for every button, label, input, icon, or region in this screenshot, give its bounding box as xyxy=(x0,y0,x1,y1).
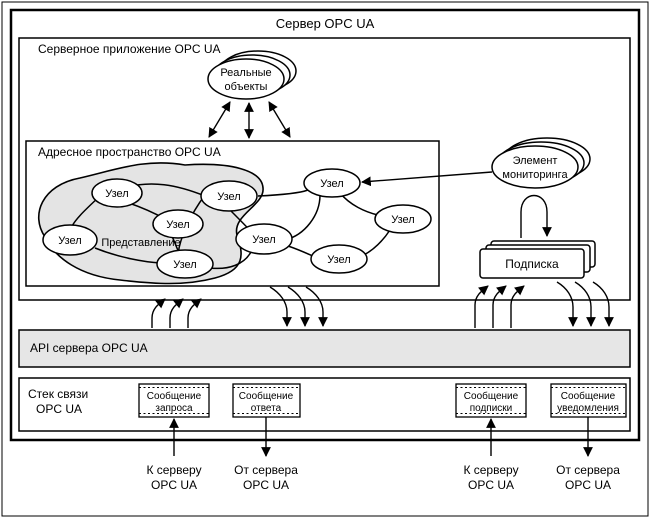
address-space-title: Адресное пространство OPC UA xyxy=(38,145,221,159)
stack-label-2: OPC UA xyxy=(36,402,82,416)
message-notification-label-2: уведомления xyxy=(557,403,619,414)
message-notification-label-1: Сообщение xyxy=(561,390,616,402)
node-6-label: Узел xyxy=(320,178,343,190)
message-response-label-1: Сообщение xyxy=(239,390,294,402)
view-label: Представление xyxy=(101,237,180,249)
message-response: Сообщение ответа xyxy=(232,383,301,418)
subscription-up-arrow-2 xyxy=(492,285,507,328)
real-objects-arrow-3 xyxy=(268,101,291,138)
stack-box xyxy=(18,377,631,432)
message-notification: Сообщение уведомления xyxy=(550,383,627,418)
monitoring-subscription-loop xyxy=(520,195,552,238)
subscription-stack: Подписка xyxy=(479,240,596,279)
node-4-label: Узел xyxy=(58,235,81,247)
api-bar xyxy=(18,329,631,368)
node-1-label: Узел xyxy=(105,188,128,200)
node-2-label: Узел xyxy=(217,191,240,203)
message-subscription: Сообщение подписки xyxy=(455,383,527,418)
node-7: Узел xyxy=(235,223,293,255)
node-9: Узел xyxy=(310,244,368,274)
subscription-down-arrow-3 xyxy=(592,281,614,327)
api-down-arrow-2 xyxy=(287,286,310,327)
subscription-down-arrow-1 xyxy=(556,281,578,327)
real-objects-label-1: Реальные xyxy=(220,67,271,79)
message-response-label-2: ответа xyxy=(251,403,282,414)
external-label-4a: От сервера xyxy=(556,463,620,477)
api-title: API сервера OPC UA xyxy=(30,341,148,355)
api-up-arrow-3 xyxy=(187,298,202,328)
subscription-up-arrow-3 xyxy=(510,285,525,328)
message-subscription-label-1: Сообщение xyxy=(464,390,519,402)
node-1: Узел xyxy=(91,178,143,208)
external-label-1b: OPC UA xyxy=(151,478,197,492)
server-app-title: Серверное приложение OPC UA xyxy=(38,42,221,56)
external-label-2b: OPC UA xyxy=(243,478,289,492)
api-down-arrow-3 xyxy=(305,286,328,327)
external-label-4b: OPC UA xyxy=(565,478,611,492)
external-label-3b: OPC UA xyxy=(468,478,514,492)
real-objects-arrow-1 xyxy=(208,101,231,138)
api-up-arrow-1 xyxy=(151,298,166,328)
external-label-1a: К серверу xyxy=(146,463,201,477)
message-request: Сообщение запроса xyxy=(138,383,210,418)
node-3-label: Узел xyxy=(166,219,189,231)
stack-label-1: Стек связи xyxy=(28,387,88,401)
api-down-arrow-1 xyxy=(269,286,292,327)
real-objects-stack: Реальные объекты xyxy=(207,50,297,100)
monitoring-label-1: Элемент xyxy=(513,155,558,167)
node-8-label: Узел xyxy=(391,214,414,226)
monitoring-label-2: мониторинга xyxy=(502,169,568,181)
node-4: Узел xyxy=(42,224,98,256)
message-request-label-2: запроса xyxy=(155,403,193,414)
node-2: Узел xyxy=(200,180,258,212)
subscription-down-arrow-2 xyxy=(574,281,596,327)
real-objects-label-2: объекты xyxy=(225,81,268,93)
monitoring-to-node-arrow xyxy=(361,171,493,187)
node-3: Узел xyxy=(152,209,204,239)
subscription-label: Подписка xyxy=(505,257,559,271)
node-7-label: Узел xyxy=(252,234,275,246)
external-label-3a: К серверу xyxy=(463,463,518,477)
external-label-2a: От сервера xyxy=(234,463,298,477)
monitoring-item-stack: Элемент мониторинга xyxy=(491,137,591,189)
message-subscription-label-2: подписки xyxy=(470,403,513,414)
node-6: Узел xyxy=(303,168,361,198)
server-title: Сервер OPC UA xyxy=(276,16,375,31)
node-9-label: Узел xyxy=(327,254,350,266)
subscription-up-arrow-1 xyxy=(474,285,489,328)
node-5: Узел xyxy=(156,249,214,279)
message-request-label-1: Сообщение xyxy=(147,390,202,402)
node-5-label: Узел xyxy=(173,259,196,271)
api-up-arrow-2 xyxy=(169,298,184,328)
node-8: Узел xyxy=(374,204,432,234)
